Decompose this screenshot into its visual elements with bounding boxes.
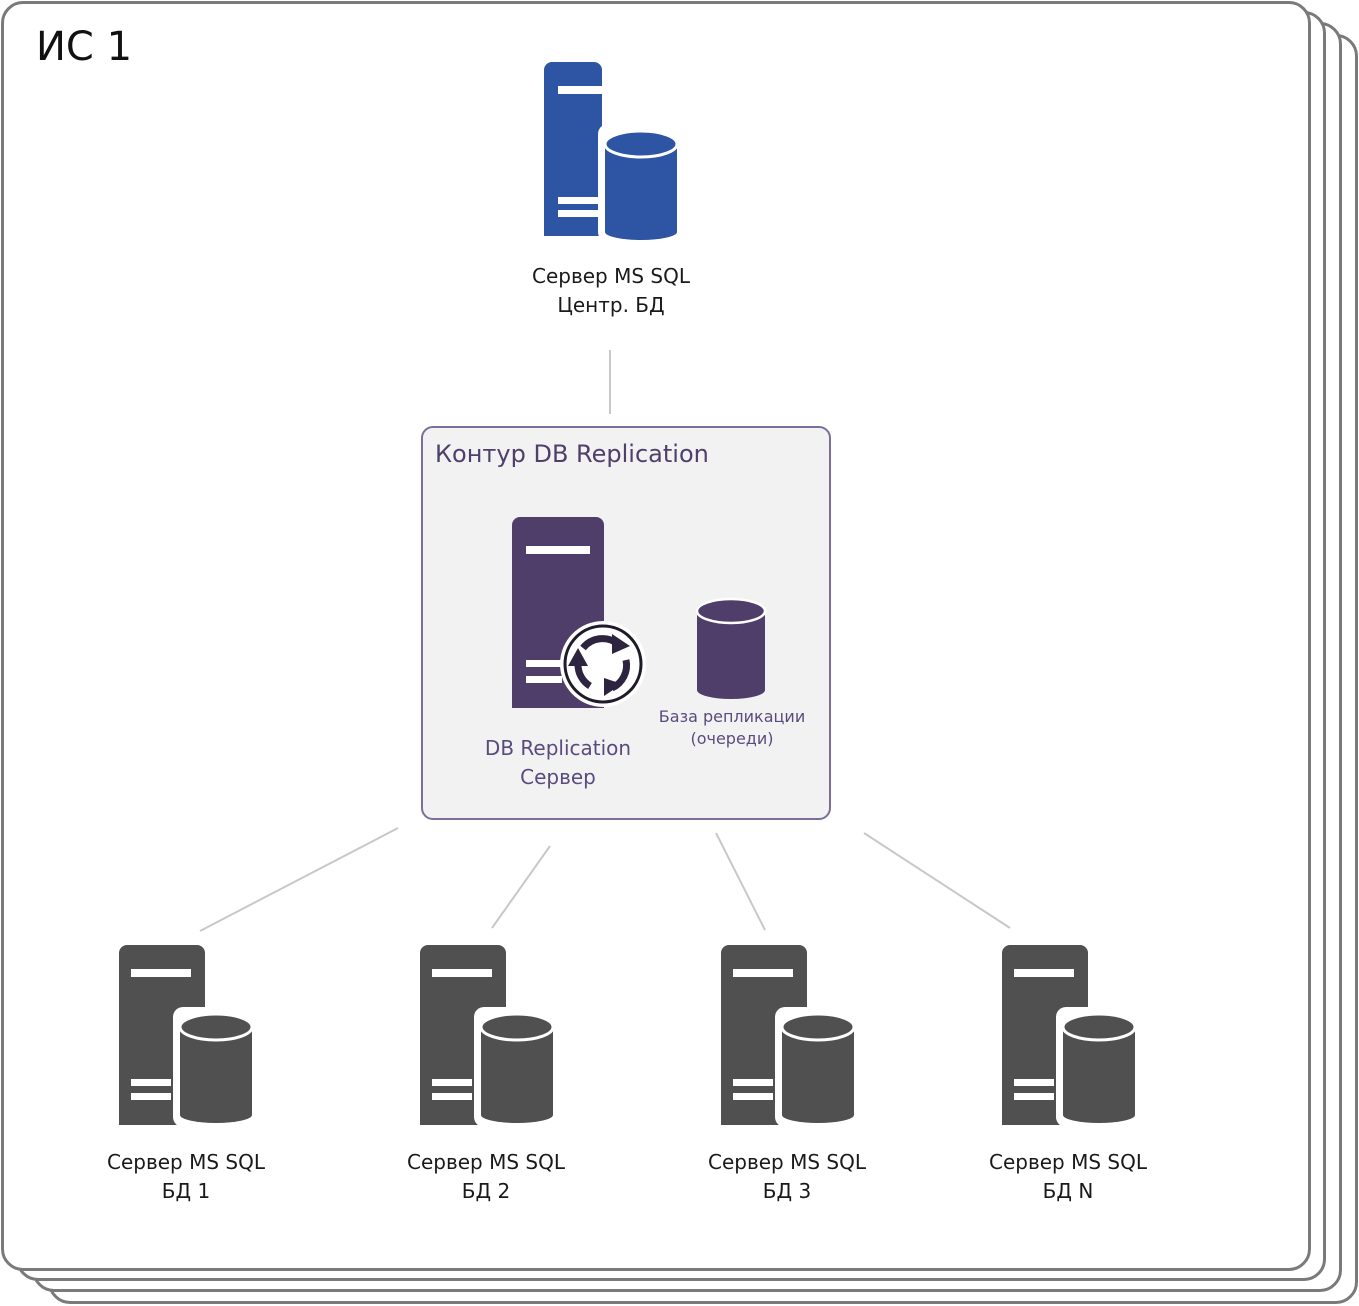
replication-server-label-line2: Сервер (520, 765, 596, 789)
connector-contour-to-dbn (863, 832, 1011, 929)
replication-queue-db-label: База репликации (очереди) (659, 706, 805, 750)
node-server-label-n: Сервер MS SQL БД N (989, 1148, 1147, 1206)
central-server-label-line1: Сервер MS SQL (532, 264, 690, 288)
node-server-label-n-line1: Сервер MS SQL (989, 1150, 1147, 1174)
replication-queue-db-label-line2: (очереди) (690, 729, 774, 748)
central-server-label-line2: Центр. БД (557, 293, 665, 317)
node-server-label-2-line1: Сервер MS SQL (407, 1150, 565, 1174)
node-server-label-3-line1: Сервер MS SQL (708, 1150, 866, 1174)
system-title: ИС 1 (36, 24, 133, 70)
replication-server-label-line1: DB Replication (484, 736, 632, 760)
connector-contour-to-db2 (491, 845, 551, 929)
replication-server-label: DB Replication Сервер (485, 734, 631, 792)
connector-contour-to-db3 (715, 832, 766, 931)
node-server-label-1-line2: БД 1 (161, 1179, 211, 1203)
node-server-label-2: Сервер MS SQL БД 2 (407, 1148, 565, 1206)
central-server-label: Сервер MS SQL Центр. БД (532, 262, 690, 320)
node-server-label-3: Сервер MS SQL БД 3 (708, 1148, 866, 1206)
node-server-label-1: Сервер MS SQL БД 1 (107, 1148, 265, 1206)
contour-title: Контур DB Replication (435, 440, 709, 468)
connector-contour-to-db1 (199, 827, 399, 932)
node-server-label-1-line1: Сервер MS SQL (107, 1150, 265, 1174)
node-server-label-n-line2: БД N (1042, 1179, 1094, 1203)
node-server-label-2-line2: БД 2 (461, 1179, 511, 1203)
node-server-label-3-line2: БД 3 (762, 1179, 812, 1203)
replication-queue-db-label-line1: База репликации (658, 707, 806, 726)
